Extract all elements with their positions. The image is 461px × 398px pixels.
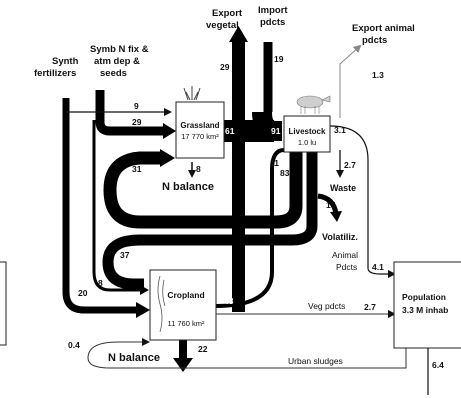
import-label-2: pdcts	[260, 17, 285, 28]
population-count: 3.3 M inhab	[402, 305, 448, 315]
grassland-name: Grassland	[180, 121, 219, 130]
symb-label-3: seeds	[100, 68, 127, 79]
value-29-symb: 29	[132, 117, 142, 127]
volatiliz-label: Volatiliz.	[322, 232, 358, 242]
value-19-import: 19	[274, 54, 284, 64]
symb-label-1: Symb N fix &	[90, 44, 149, 55]
value-2-7-waste: 2.7	[344, 160, 356, 170]
urban-sludges-label: Urban sludges	[288, 356, 343, 366]
grassland-box[interactable]	[176, 102, 224, 158]
animal-pdcts-label-2: Pdcts	[336, 262, 357, 272]
livestock-name: Livestock	[289, 127, 326, 136]
flow-symb-arrowhead	[163, 123, 176, 139]
value-31: 31	[132, 164, 142, 174]
n-balance-cropland: N balance	[108, 352, 160, 364]
flow-crop-balance	[179, 340, 187, 360]
value-0-4: 0.4	[68, 340, 80, 350]
animal-pdcts-label-1: Animal	[332, 250, 358, 260]
crop-balance-arrowhead	[173, 358, 193, 372]
value-3-1: 3.1	[334, 125, 346, 135]
synth-label-2: fertilizers	[34, 68, 76, 79]
grassland-area: 17 770 km²	[181, 132, 219, 141]
export-animal-label-2: pdcts	[362, 35, 387, 46]
value-8-grass: 8	[196, 164, 201, 174]
symb-label-2: atm dep &	[94, 56, 140, 67]
value-8-crop: 8	[98, 278, 103, 288]
value-11: 11	[270, 158, 279, 168]
population-name: Population	[402, 292, 446, 302]
export-vegetal-label-2: vegetal	[206, 20, 239, 31]
value-4-1: 4.1	[372, 262, 384, 272]
value-43: 43	[224, 296, 234, 306]
synth-label-1: Synth	[52, 56, 79, 67]
value-6-4: 6.4	[432, 360, 444, 370]
flow-export-animal	[340, 46, 360, 118]
livestock-unit: 1.0 lu	[298, 138, 316, 147]
export-animal-label-1: Export animal	[352, 23, 415, 34]
value-61: 61	[225, 126, 235, 136]
cropland-name: Cropland	[167, 290, 204, 300]
waste-label: Waste	[330, 183, 356, 193]
flow-synth-arrowhead	[136, 302, 150, 318]
value-20: 20	[78, 288, 88, 298]
cow-icon	[297, 96, 330, 114]
value-15: 15	[326, 200, 336, 210]
left-frame-edge	[0, 262, 6, 345]
value-2-7-veg: 2.7	[364, 302, 376, 312]
value-37: 37	[120, 250, 130, 260]
value-91: 91	[271, 126, 281, 136]
value-9: 9	[134, 101, 139, 111]
import-label-1: Import	[258, 5, 288, 16]
veg-pdcts-label: Veg pdcts	[308, 301, 345, 311]
cropland-area: 11 760 km²	[168, 319, 205, 328]
value-83: 83	[280, 168, 290, 178]
grass-icon	[184, 86, 200, 100]
value-22: 22	[198, 344, 208, 354]
volatiliz-arrowhead	[330, 211, 342, 222]
value-29-export: 29	[220, 62, 230, 72]
export-vegetal-label-1: Export	[212, 8, 243, 19]
flow-livestock-grass-arrowhead	[160, 149, 175, 167]
value-1-3: 1.3	[372, 70, 384, 80]
flow-export-vegetal	[232, 40, 245, 312]
n-balance-grassland: N balance	[162, 181, 214, 193]
